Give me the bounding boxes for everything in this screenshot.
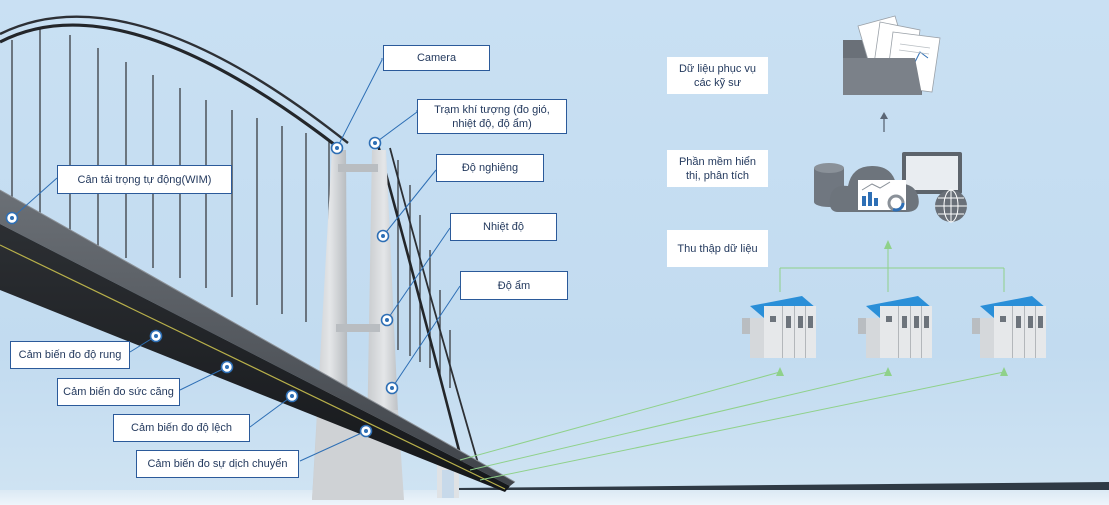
- sensor-dot-vibration: [149, 329, 163, 343]
- bridge-deck-side: [0, 224, 510, 492]
- label-weather-station: Trạm khí tượng (đo gió, nhiệt độ, độ ẩm): [417, 99, 567, 134]
- label-strain: Cảm biến đo sức căng: [57, 378, 180, 406]
- label-inclination: Độ nghiêng: [436, 154, 544, 182]
- label-displacement: Cảm biến đo sự dịch chuyển: [136, 450, 299, 478]
- sensor-dot-deflection: [285, 389, 299, 403]
- sensor-dot-inclination: [376, 229, 390, 243]
- data-flow-arrowheads: [776, 240, 1008, 376]
- deck-lane-line: [0, 244, 506, 490]
- main-cable-left-rear: [0, 15, 349, 144]
- label-temperature: Nhiệt độ: [450, 213, 557, 241]
- arrow-up-icon: [880, 112, 888, 132]
- label-humidity: Độ ẩm: [460, 271, 568, 300]
- label-camera: Camera: [383, 45, 490, 71]
- data-logger-icon-1: [742, 296, 816, 358]
- main-cable-left: [0, 23, 336, 147]
- suspender-cables: [11, 28, 451, 388]
- sensor-dot-humidity: [385, 381, 399, 395]
- data-flow-lines: [459, 245, 1005, 481]
- bridge-deck: [0, 190, 515, 486]
- label-data-service: Dữ liệu phục vụ các kỹ sư: [667, 57, 768, 94]
- sensor-dot-weather: [368, 136, 382, 150]
- label-deflection: Cảm biến đo độ lệch: [113, 414, 250, 442]
- documents-folder-icon: [843, 15, 941, 95]
- sensor-dot-strain: [220, 360, 234, 374]
- label-wim: Cân tải trọng tự động(WIM): [57, 165, 232, 194]
- label-vibration: Cảm biến đo độ rung: [10, 341, 130, 369]
- monitor-icon: [902, 152, 962, 194]
- data-logger-icon-3: [972, 296, 1046, 358]
- sensor-dot-displacement: [359, 424, 373, 438]
- globe-icon: [935, 189, 967, 223]
- cloud-analytics-icon: [829, 166, 919, 212]
- water: [0, 490, 1109, 505]
- label-software: Phần mềm hiển thị, phân tích: [667, 150, 768, 187]
- main-cable-right-rear: [389, 147, 481, 471]
- sensor-dot-camera: [330, 141, 344, 155]
- label-data-collection: Thu thập dữ liệu: [667, 230, 768, 267]
- sensor-dot-temperature: [380, 313, 394, 327]
- sensor-dot-wim: [5, 211, 19, 225]
- data-logger-icon-2: [858, 296, 932, 358]
